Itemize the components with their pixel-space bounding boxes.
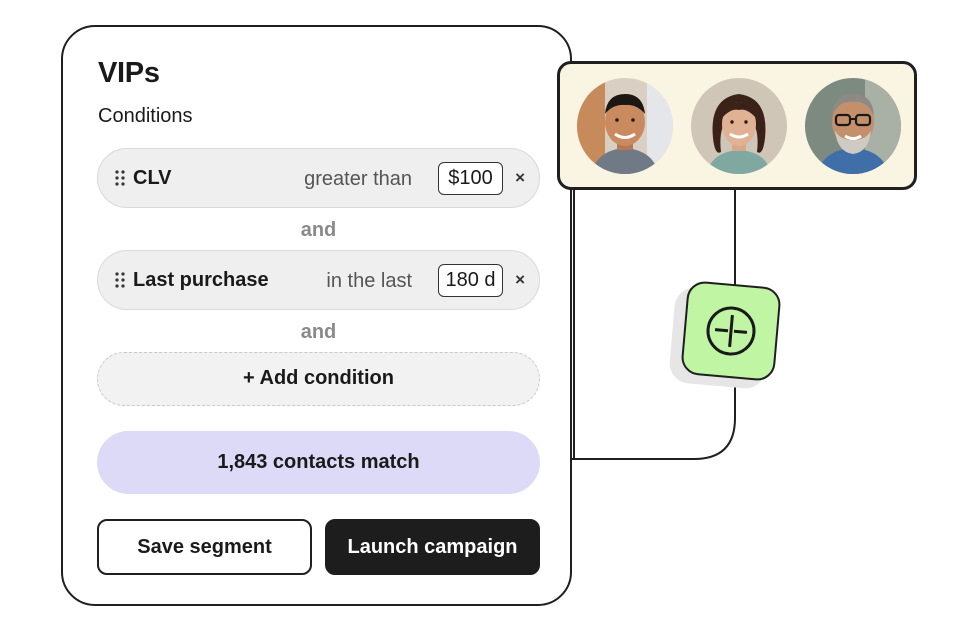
add-condition-button[interactable]: + Add condition <box>97 352 540 406</box>
segment-title: VIPs <box>98 57 160 89</box>
drag-handle-icon[interactable] <box>115 272 125 288</box>
condition-row-last-purchase[interactable]: Last purchase in the last 180 d × <box>97 250 540 310</box>
person-avatar-3 <box>805 78 901 174</box>
close-icon[interactable]: × <box>515 168 525 187</box>
save-segment-button[interactable]: Save segment <box>97 519 312 575</box>
condition-row-clv[interactable]: CLV greater than $100 × <box>97 148 540 208</box>
condition-value-input[interactable]: 180 d <box>438 264 503 297</box>
launch-campaign-button[interactable]: Launch campaign <box>325 519 540 575</box>
drag-handle-icon[interactable] <box>115 170 125 186</box>
condition-joiner: and <box>300 321 337 343</box>
condition-operator[interactable]: greater than <box>304 168 412 190</box>
split-plus-icon <box>706 306 756 356</box>
contacts-preview-card <box>557 61 917 190</box>
match-count-banner: 1,843 contacts match <box>97 431 540 494</box>
condition-value-input[interactable]: $100 <box>438 162 503 195</box>
segment-card: VIPs Conditions CLV greater than $100 × … <box>61 25 572 606</box>
person-avatar-2 <box>691 78 787 174</box>
condition-field[interactable]: Last purchase <box>133 269 269 291</box>
person-avatar-1 <box>577 78 673 174</box>
condition-field[interactable]: CLV <box>133 167 172 189</box>
conditions-heading: Conditions <box>98 105 193 127</box>
condition-operator[interactable]: in the last <box>326 270 412 292</box>
condition-joiner: and <box>300 219 337 241</box>
close-icon[interactable]: × <box>515 270 525 289</box>
action-tile[interactable] <box>680 280 782 382</box>
